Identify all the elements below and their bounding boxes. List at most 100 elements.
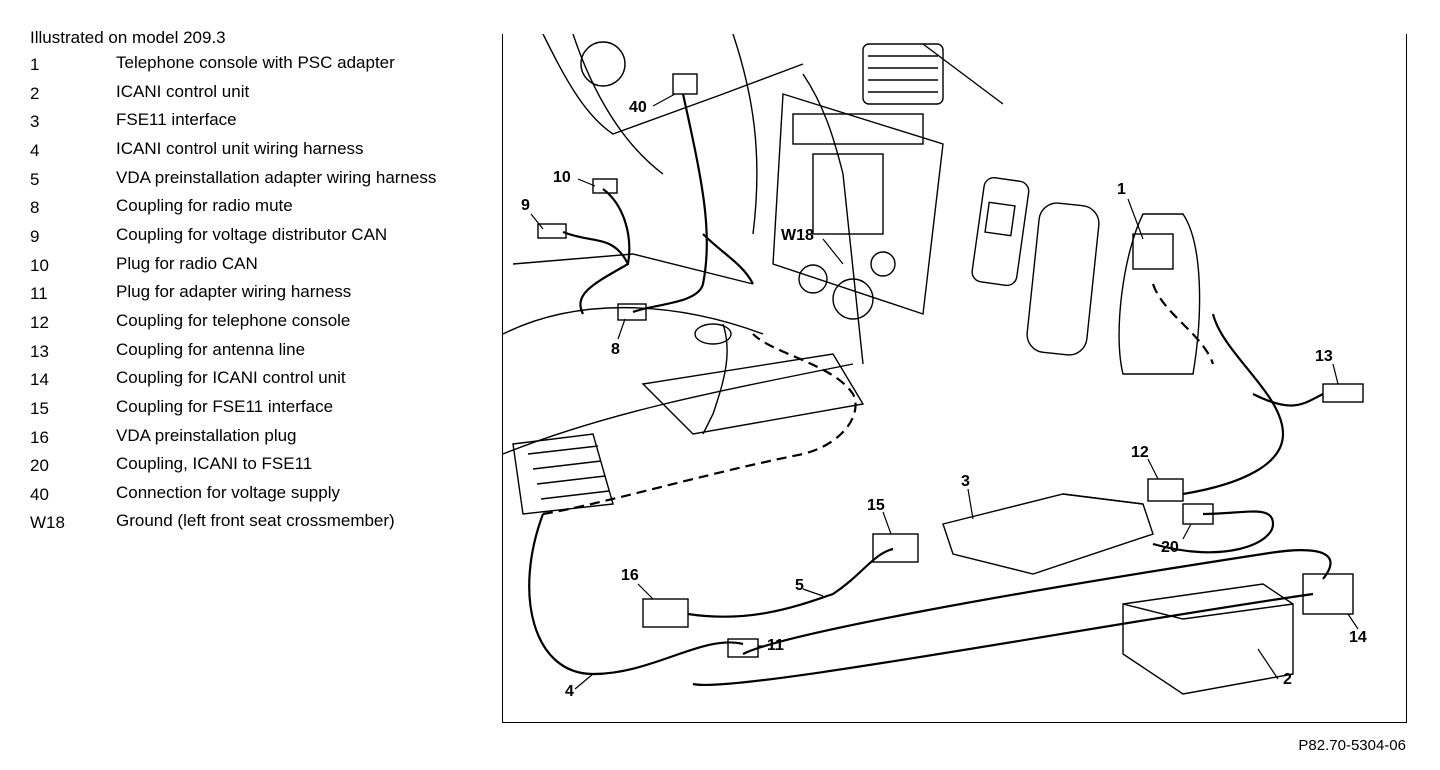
icani-control-unit bbox=[1122, 583, 1294, 695]
legend-row: 13 Coupling for antenna line bbox=[30, 338, 446, 367]
legend-row: 1 Telephone console with PSC adapter bbox=[30, 51, 446, 80]
callout-20: 20 bbox=[1161, 539, 1179, 556]
legend-row: W18 Ground (left front seat crossmember) bbox=[30, 509, 446, 538]
legend-heading: Illustrated on model 209.3 bbox=[30, 28, 226, 47]
harness-icani bbox=[742, 549, 1332, 655]
legend-number: 15 bbox=[30, 398, 49, 418]
legend-description: Coupling for antenna line bbox=[116, 339, 306, 359]
legend-description: Telephone console with PSC adapter bbox=[116, 53, 395, 73]
legend-number: 1 bbox=[30, 55, 40, 75]
callout-2: 2 bbox=[1283, 671, 1292, 688]
legend-row: 12 Coupling for telephone console bbox=[30, 309, 446, 338]
harness-5 bbox=[687, 547, 894, 618]
dash-outline bbox=[542, 34, 804, 135]
legend-row: 14 Coupling for ICANI control unit bbox=[30, 366, 446, 395]
center-tunnel bbox=[641, 353, 865, 435]
accelerator-pedal bbox=[512, 433, 614, 515]
callout-4: 4 bbox=[565, 683, 574, 700]
legend-description: VDA preinstallation plug bbox=[116, 425, 297, 445]
legend-description: Coupling for FSE11 interface bbox=[116, 396, 334, 416]
legend-number: 2 bbox=[30, 83, 40, 103]
callout-40: 40 bbox=[629, 99, 647, 116]
legend-row: 15 Coupling for FSE11 interface bbox=[30, 395, 446, 424]
legend-row: 10 Plug for radio CAN bbox=[30, 252, 446, 281]
callout-1: 1 bbox=[1117, 181, 1126, 198]
legend-number: W18 bbox=[30, 513, 65, 533]
legend-number: 3 bbox=[30, 112, 40, 132]
legend-row: 5 VDA preinstallation adapter wiring harn… bbox=[30, 166, 446, 195]
legend-number: 9 bbox=[30, 227, 40, 247]
legend-description: FSE11 interface bbox=[116, 110, 237, 130]
parts-legend: Illustrated on model 209.3 1 Telephone co… bbox=[30, 24, 446, 538]
legend-number: 4 bbox=[30, 141, 40, 161]
connector-12 bbox=[1147, 478, 1184, 502]
legend-row: 2 ICANI control unit bbox=[30, 80, 446, 109]
legend-description: Coupling for voltage distributor CAN bbox=[116, 225, 388, 245]
connector-14 bbox=[1302, 573, 1354, 615]
legend-row: 9 Coupling for voltage distributor CAN bbox=[30, 223, 446, 252]
callout-11: 11 bbox=[767, 637, 784, 654]
telephone-console bbox=[1118, 213, 1201, 375]
legend-description: VDA preinstallation adapter wiring harne… bbox=[116, 167, 437, 187]
callout-15: 15 bbox=[867, 497, 885, 514]
legend-description: Coupling for radio mute bbox=[116, 196, 293, 216]
connector-8 bbox=[617, 303, 647, 321]
gear-shifter bbox=[702, 323, 728, 435]
legend-number: 40 bbox=[30, 484, 49, 504]
legend-description: Connection for voltage supply bbox=[116, 482, 340, 502]
legend-description: ICANI control unit wiring harness bbox=[116, 139, 364, 159]
callout-12: 12 bbox=[1131, 444, 1149, 461]
legend-row: 11 Plug for adapter wiring harness bbox=[30, 280, 446, 309]
wiring-diagram: 1 2 3 4 5 8 9 10 11 12 13 14 15 16 20 40… bbox=[502, 34, 1407, 723]
callout-8: 8 bbox=[611, 341, 620, 358]
air-vent bbox=[862, 43, 944, 105]
legend-row: 8 Coupling for radio mute bbox=[30, 194, 446, 223]
connector-16 bbox=[642, 598, 689, 628]
mobile-phone bbox=[971, 177, 1030, 287]
legend-row: 3 FSE11 interface bbox=[30, 108, 446, 137]
connector-13 bbox=[1322, 383, 1364, 403]
diagram-drawing: 1 2 3 4 5 8 9 10 11 12 13 14 15 16 20 40… bbox=[503, 34, 1367, 700]
figure-reference-code: P82.70-5304-06 bbox=[1298, 737, 1406, 754]
callout-9: 9 bbox=[521, 197, 530, 214]
legend-number: 5 bbox=[30, 169, 40, 189]
dashed-route bbox=[542, 333, 857, 516]
legend-description: Coupling for ICANI control unit bbox=[116, 368, 346, 388]
legend-number: 11 bbox=[30, 284, 48, 304]
legend-number: 13 bbox=[30, 341, 49, 361]
callout-w18: W18 bbox=[781, 227, 814, 244]
callout-3: 3 bbox=[961, 473, 970, 490]
fse11-interface bbox=[942, 493, 1154, 575]
legend-row: 40 Connection for voltage supply bbox=[30, 481, 446, 510]
legend-number: 14 bbox=[30, 370, 49, 390]
callout-14: 14 bbox=[1349, 629, 1367, 646]
legend-description: Plug for adapter wiring harness bbox=[116, 282, 352, 302]
legend-number: 12 bbox=[30, 312, 49, 332]
legend-description: Ground (left front seat crossmember) bbox=[116, 511, 395, 531]
connector-40 bbox=[672, 73, 698, 95]
callout-13: 13 bbox=[1315, 348, 1333, 365]
legend-number: 20 bbox=[30, 456, 49, 476]
legend-description: Coupling for telephone console bbox=[116, 310, 351, 330]
legend-row: 16 VDA preinstallation plug bbox=[30, 424, 446, 453]
navigation-display bbox=[812, 153, 884, 235]
phone-cradle bbox=[1026, 202, 1100, 356]
callout-5: 5 bbox=[795, 577, 804, 594]
center-console bbox=[772, 93, 944, 315]
callout-10: 10 bbox=[553, 169, 571, 186]
connector-9 bbox=[537, 223, 567, 239]
legend-row: 20 Coupling, ICANI to FSE11 bbox=[30, 452, 446, 481]
legend-description: Coupling, ICANI to FSE11 bbox=[116, 454, 313, 474]
legend-number: 8 bbox=[30, 198, 40, 218]
legend-description: ICANI control unit bbox=[116, 81, 250, 101]
legend-row: 4 ICANI control unit wiring harness bbox=[30, 137, 446, 166]
steering-emblem bbox=[580, 41, 626, 87]
callout-16: 16 bbox=[621, 567, 639, 584]
harness-4 bbox=[528, 513, 744, 676]
legend-number: 10 bbox=[30, 255, 49, 275]
connector-10 bbox=[592, 178, 618, 194]
legend-description: Plug for radio CAN bbox=[116, 253, 258, 273]
legend-number: 16 bbox=[30, 427, 49, 447]
connector-15 bbox=[872, 533, 919, 563]
